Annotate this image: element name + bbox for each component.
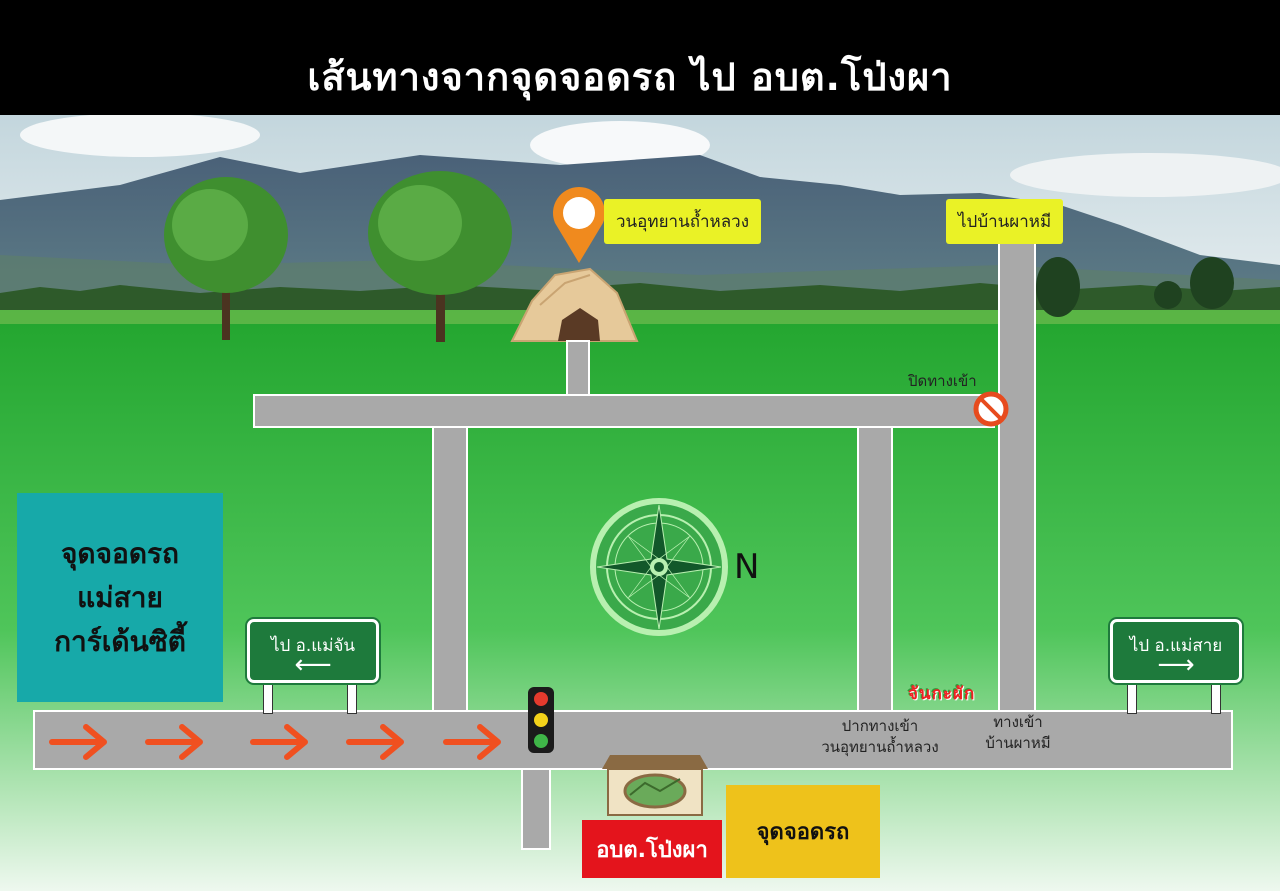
direction-arrow-icon [250,724,308,760]
office-building-icon [602,755,708,816]
direction-arrow-icon [443,724,501,760]
arrow-right-icon: ⟶ [1157,650,1195,680]
cave-entrance-line2: วนอุทยานถ้ำหลวง [821,738,939,756]
direction-arrow-icon [145,724,203,760]
tree-right [1036,257,1234,317]
arrow-left-icon: ⟵ [294,650,332,680]
no-entry-icon [973,391,1009,427]
page-title: เส้นทางจากจุดจอดรถ ไป อบต.โป่งผา [307,55,953,99]
cave-label: วนอุทยานถ้ำหลวง [604,199,762,244]
parking-area-box: จุดจอดรถ แม่สาย การ์เด้นซิตี้ [17,493,223,702]
cave-entrance-label: ปากทางเข้า วนอุทยานถ้ำหลวง [800,716,960,758]
cloud [530,121,710,169]
sign-post [347,680,357,714]
cloud [1010,153,1280,197]
sign-post [263,680,273,714]
village-entrance-line2: บ้านผาหมี [985,734,1051,752]
cloud [20,115,260,157]
parking-label: จุดจอดรถ [756,820,850,845]
road-upper-horizontal [253,394,995,428]
road-left-vertical [432,426,468,714]
cave-icon [510,267,639,342]
traffic-light-icon [528,687,554,753]
header-bar: · · · · · · · · · · · · · · · · · · · · … [0,0,1280,115]
parking-label-box: จุดจอดรถ [726,785,880,878]
road-sign-mae-sai-text: ไป อ.แม่สาย [1129,636,1223,656]
header-faded-text: · · · · · · · · · · · · · · · · · · · · … [200,0,629,13]
road-cave-spur [566,340,590,397]
cave-entrance-line1: ปากทางเข้า [841,717,919,735]
road-lower-spur [521,768,551,850]
direction-arrow-icon [346,724,404,760]
road-sign-mae-chan: ไป อ.แม่จัน ⟵ [247,619,379,683]
parking-area-line2: แม่สาย [77,580,163,614]
road-sign-mae-chan-text: ไป อ.แม่จัน [270,636,356,656]
north-label: N [734,547,760,587]
office-label: อบต.โป่งผา [596,837,708,863]
parking-area-line3: การ์เด้นซิตี้ [54,624,186,658]
field-strip [0,310,1280,324]
tree-left [164,177,288,340]
office-label-box: อบต.โป่งผา [582,820,722,878]
shop-label: จันกะผัก [908,684,976,704]
village-entrance-label: ทางเข้า บ้านผาหมี [968,712,1068,754]
tree-center [368,171,512,342]
sign-post [1211,680,1221,714]
road-middle-vertical [857,426,893,714]
village-label: ไปบ้านผาหมี [946,199,1064,244]
road-sign-mae-sai: ไป อ.แม่สาย ⟶ [1110,619,1242,683]
compass-rose-icon [590,498,728,636]
tree-line [0,283,1280,315]
parking-area-line1: จุดจอดรถ [61,536,179,570]
location-pin-icon [553,186,605,263]
village-entrance-line1: ทางเข้า [993,713,1043,731]
direction-arrow-icon [49,724,107,760]
shop-logo: จันกะผัก [908,680,975,707]
sign-post [1127,680,1137,714]
closed-entrance-label: ปิดทางเข้า [908,372,977,390]
road-village-vertical [998,239,1036,714]
